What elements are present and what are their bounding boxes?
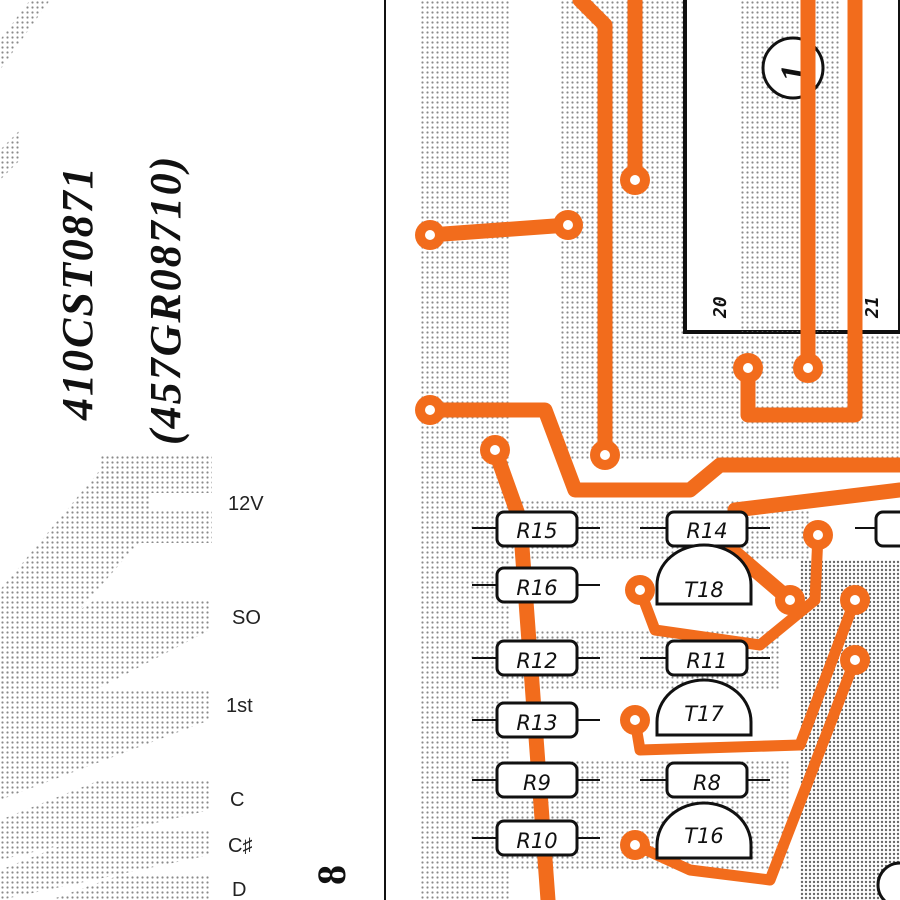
trace-h bbox=[727, 482, 900, 518]
connector-leads bbox=[0, 0, 210, 900]
pad bbox=[840, 645, 870, 675]
pad bbox=[480, 435, 510, 465]
pad bbox=[733, 353, 763, 383]
trace-k bbox=[629, 594, 861, 756]
resistor-label: R8 bbox=[693, 771, 721, 795]
pad bbox=[775, 585, 805, 615]
resistor-r16: R16 bbox=[472, 566, 600, 604]
resistor-label: R11 bbox=[686, 649, 727, 673]
trace-a bbox=[422, 217, 576, 243]
connector-labels: 12V SO 1st C C♯ D bbox=[226, 493, 264, 900]
pad bbox=[625, 575, 655, 605]
trace-j bbox=[634, 529, 824, 651]
pad bbox=[840, 585, 870, 615]
transistor-label: T16 bbox=[684, 824, 724, 848]
pad bbox=[590, 440, 620, 470]
transistor-t16: T16 bbox=[655, 801, 753, 860]
pad bbox=[415, 220, 445, 250]
label-c: C bbox=[230, 789, 244, 811]
label-so: SO bbox=[232, 607, 261, 629]
ic-pin-21: 21 bbox=[862, 296, 883, 319]
resistor-label: R13 bbox=[516, 711, 557, 735]
label-d: D bbox=[232, 879, 246, 900]
part-number-secondary: (457GR08710) bbox=[141, 155, 190, 445]
resistor-r8: R8 bbox=[640, 761, 770, 799]
pad bbox=[415, 395, 445, 425]
transistor-label: T17 bbox=[684, 702, 724, 726]
connector-pad-slot bbox=[150, 493, 212, 511]
ic-pin-20: 20 bbox=[710, 296, 731, 319]
resistor-r15: R15 bbox=[472, 510, 600, 548]
resistor-label: R16 bbox=[516, 576, 557, 600]
resistor-label: R12 bbox=[516, 649, 557, 673]
pad bbox=[793, 353, 823, 383]
label-12v: 12V bbox=[228, 493, 264, 515]
trace-i bbox=[712, 532, 798, 608]
part-number-primary: 410CST0871 bbox=[53, 165, 102, 421]
resistor-label: R15 bbox=[516, 519, 557, 543]
resistor-r13: R13 bbox=[472, 701, 600, 739]
page-number: 8 bbox=[309, 863, 354, 885]
pad bbox=[803, 520, 833, 550]
pad bbox=[553, 210, 583, 240]
resistor-r11: R11 bbox=[640, 639, 770, 677]
copper-traces bbox=[422, 0, 900, 900]
transistor-t18: T18 bbox=[655, 543, 753, 606]
pad bbox=[620, 165, 650, 195]
resistor-partial bbox=[855, 510, 900, 548]
resistor-r10: R10 bbox=[472, 819, 600, 857]
transistor-t17: T17 bbox=[655, 678, 753, 737]
trace-f bbox=[740, 0, 863, 423]
resistor-label: R10 bbox=[516, 829, 557, 853]
pad bbox=[620, 830, 650, 860]
resistor-label: R14 bbox=[686, 519, 727, 543]
trace-b bbox=[572, 0, 613, 463]
label-1st: 1st bbox=[226, 695, 253, 717]
label-c-sharp: C♯ bbox=[228, 835, 252, 857]
pad bbox=[620, 705, 650, 735]
resistor-r9: R9 bbox=[472, 761, 600, 799]
connector-area bbox=[0, 0, 212, 900]
resistor-r12: R12 bbox=[472, 639, 600, 677]
ic-chip-1: 1 20 21 bbox=[683, 0, 900, 334]
transistor-label: T18 bbox=[684, 578, 724, 602]
trace-d bbox=[422, 402, 900, 498]
solder-pads bbox=[415, 165, 870, 860]
component-partial-circle bbox=[876, 861, 900, 900]
resistor-label: R9 bbox=[523, 771, 551, 795]
